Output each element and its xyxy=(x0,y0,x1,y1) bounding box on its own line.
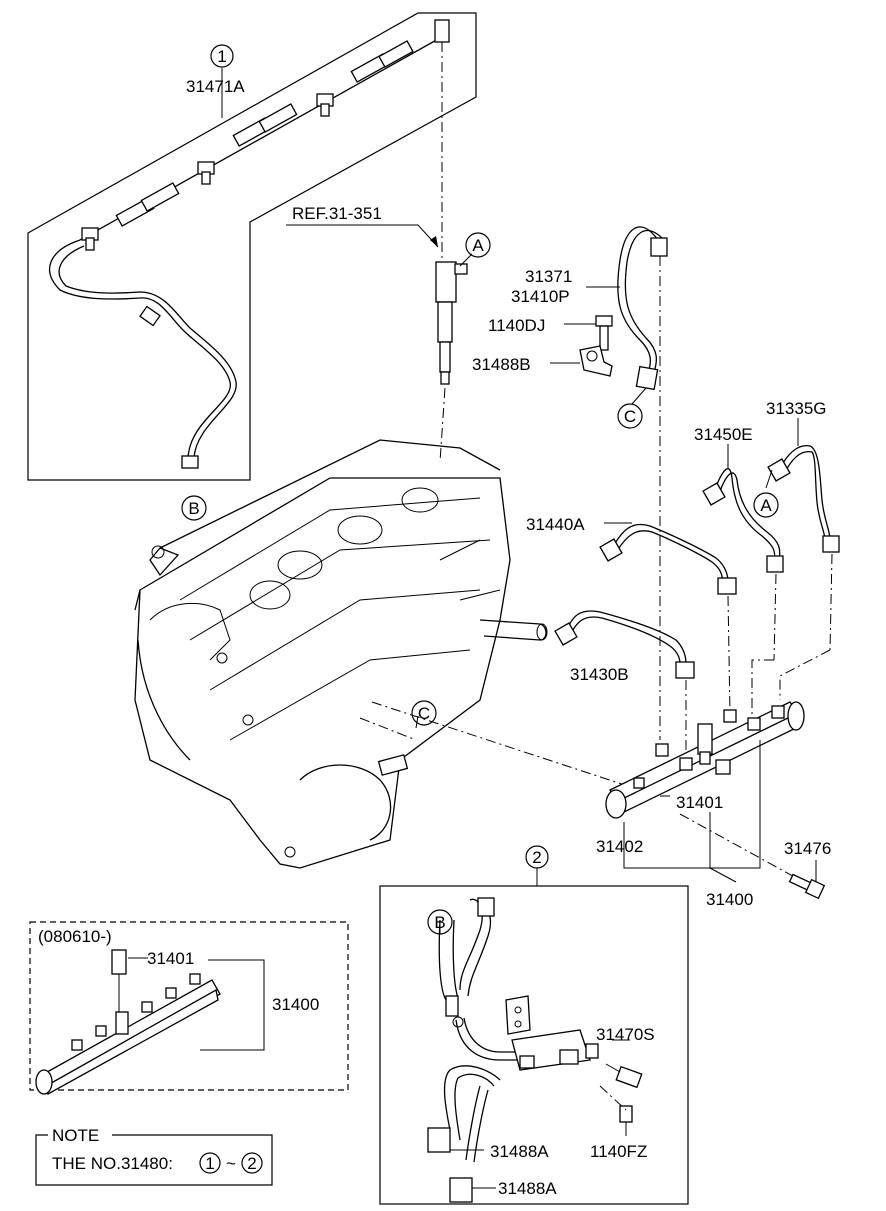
variant-rail-box xyxy=(29,921,349,1095)
rail-outlets xyxy=(633,705,785,789)
marker-circle-1 xyxy=(210,44,234,68)
leader-C1 xyxy=(631,387,647,405)
label-31470S: 31470S xyxy=(596,1025,655,1044)
leader-C2 xyxy=(415,715,419,729)
label-31401-variant: 31401 xyxy=(147,949,194,968)
part-labels: 1 31471A REF.31-351 A 31371 31410P 1140D… xyxy=(38,47,831,1198)
marker-A1 xyxy=(465,232,491,258)
marker-B1 xyxy=(181,495,207,521)
label-variant-date: (080610-) xyxy=(38,927,112,946)
label-31410P: 31410P xyxy=(511,287,570,306)
label-31400: 31400 xyxy=(706,890,753,909)
label-31450E: 31450E xyxy=(694,425,753,444)
leader-A2 xyxy=(765,469,773,489)
fuel-line-assembly-2 xyxy=(379,868,689,1205)
common-rail-31400 xyxy=(605,701,826,900)
injection-pipes xyxy=(554,256,840,752)
bolt-1140DJ xyxy=(564,315,613,351)
marker-circle-2 xyxy=(525,845,549,869)
note-circle-1 xyxy=(199,1152,221,1174)
clamp-31488A-upper xyxy=(427,1127,484,1153)
label-A2: A xyxy=(760,496,772,515)
marker-B2 xyxy=(427,909,453,935)
note-circle-2-label: 2 xyxy=(247,1154,256,1173)
leader-31400b xyxy=(200,959,265,1051)
label-C2: C xyxy=(418,704,430,723)
return-hose-chain xyxy=(49,19,450,469)
label-circle-1: 1 xyxy=(217,47,226,66)
bolt-centerline xyxy=(679,813,801,881)
label-31430B: 31430B xyxy=(570,665,629,684)
label-31440A: 31440A xyxy=(526,515,585,534)
pressure-sensor-variant xyxy=(111,949,127,975)
return-hose-assembly-31471A xyxy=(27,12,477,481)
note-circle-1-label: 1 xyxy=(205,1154,214,1173)
rail-pressure-sensor-31401 xyxy=(697,723,713,765)
fuel-filter-bracket xyxy=(505,995,599,1071)
injector-ref-31-351 xyxy=(286,42,473,463)
bolt-1140FZ xyxy=(599,1085,633,1136)
note-text: NOTE THE NO.31480: 1 ~ 2 xyxy=(52,1126,257,1173)
label-31371: 31371 xyxy=(525,267,572,286)
bolt-31476 xyxy=(788,860,826,900)
label-A1: A xyxy=(472,236,484,255)
label-31402: 31402 xyxy=(596,837,643,856)
circle-markers xyxy=(181,44,779,1174)
label-circle-2: 2 xyxy=(532,848,541,867)
ref-leader xyxy=(286,224,439,248)
pressure-limiter-31402 xyxy=(605,789,627,819)
label-B2: B xyxy=(434,913,445,932)
injector-centerline-bottom xyxy=(439,387,446,463)
injector-body xyxy=(435,261,457,303)
injection-pipe-31371 xyxy=(550,226,668,405)
leader-31400 xyxy=(709,740,761,869)
label-31401: 31401 xyxy=(676,793,723,812)
marker-C2 xyxy=(411,700,437,726)
label-1140DJ: 1140DJ xyxy=(488,316,545,335)
label-31488B: 31488B xyxy=(472,355,531,374)
note-title: NOTE xyxy=(52,1126,99,1145)
marker-C1 xyxy=(617,403,643,429)
label-1140FZ: 1140FZ xyxy=(590,1142,647,1161)
label-31488A-upper: 31488A xyxy=(490,1142,549,1161)
label-31471A: 31471A xyxy=(186,77,245,96)
assembly-box-1 xyxy=(27,12,477,481)
note-body: THE NO.31480: xyxy=(52,1154,173,1173)
note-circle-2 xyxy=(241,1152,263,1174)
label-31488A-lower: 31488A xyxy=(498,1179,557,1198)
note-tilde: ~ xyxy=(226,1154,236,1173)
label-B1: B xyxy=(188,499,199,518)
label-31400-variant: 31400 xyxy=(272,995,319,1014)
clamp-31488A-lower xyxy=(449,1177,496,1203)
leader-31402 xyxy=(623,822,710,869)
label-31476: 31476 xyxy=(784,839,831,858)
marker-A2 xyxy=(753,492,779,518)
label-ref-31-351: REF.31-351 xyxy=(292,204,382,223)
label-C1: C xyxy=(624,407,636,426)
sensor-31470S xyxy=(605,1039,643,1089)
bracket-31488B xyxy=(550,345,613,377)
engine-block xyxy=(134,439,641,869)
label-31335G: 31335G xyxy=(766,399,827,418)
leader-A1 xyxy=(459,253,473,267)
note-box xyxy=(35,1134,273,1186)
